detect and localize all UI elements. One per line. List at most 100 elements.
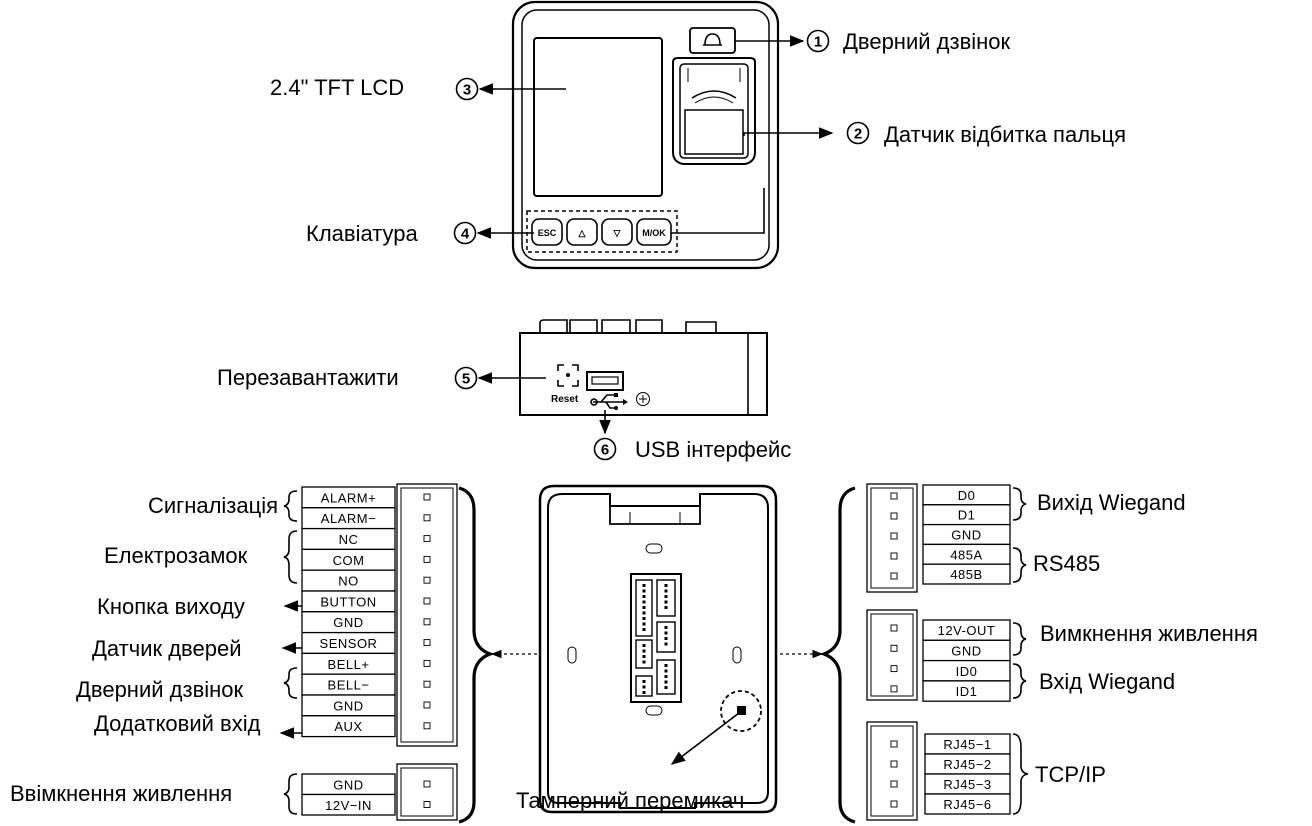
label-aux-input: Додатковий вхід [94, 711, 302, 739]
terminal-pin-r3-3 [924, 793, 1011, 815]
back-connector-pin [642, 655, 646, 658]
left-pin-holes-2 [423, 780, 431, 808]
bell-label: Дверний дзвінок [843, 29, 1011, 54]
left-terminal-block-power: GND 12V−IN [301, 763, 458, 821]
terminal-hole-r3-3 [890, 800, 898, 808]
terminal-pin-label: GND [333, 615, 363, 630]
terminal-hole-r2-3 [890, 685, 898, 693]
usb-icon [590, 393, 628, 410]
terminal-pin-label: RJ45−3 [943, 777, 991, 792]
back-connector-pin [664, 600, 668, 604]
terminal-hole-r2-0 [890, 624, 898, 632]
back-connector-pin [664, 626, 668, 629]
terminal-pin-label: BELL− [328, 678, 370, 693]
terminal-hole-l1-2 [423, 535, 431, 543]
terminal-pin-label: GND [951, 528, 981, 543]
left-big-bracket [458, 486, 495, 824]
label-wiegand-out: Вихід Wiegand [1012, 487, 1186, 521]
front-view: ESC △ ▽ M/OK [511, 0, 780, 270]
callout-reset: Перезавантажити 5 [217, 365, 546, 390]
terminal-pin-label: NC [339, 532, 359, 547]
back-connector-pin [642, 628, 646, 631]
back-view [538, 484, 778, 814]
usb-label: USB інтерфейс [635, 437, 791, 462]
num-2: 2 [854, 126, 862, 143]
terminal-pin-label: BELL+ [328, 657, 370, 672]
label-power-out: Вимкнення живлення [1012, 621, 1258, 656]
back-connector-pin [642, 691, 646, 694]
terminal-hole-l1-1 [423, 514, 431, 522]
back-connector-pin [642, 617, 646, 620]
terminal-pin-label: GND [951, 643, 981, 658]
bell-icon [703, 33, 722, 46]
power-out-label: Вимкнення живлення [1040, 621, 1258, 646]
num-3: 3 [463, 82, 471, 99]
terminal-hole-r3-0 [890, 740, 898, 748]
terminal-pin-label: RJ45−6 [943, 797, 991, 812]
lcd-label: 2.4" TFT LCD [270, 75, 404, 100]
key-up: △ [566, 218, 598, 246]
terminal-hole-l2-1 [423, 801, 431, 808]
usb-port [586, 371, 624, 391]
key-mok-label: M/OK [642, 228, 666, 238]
terminal-hole-r1-2 [890, 532, 898, 540]
callout-fingerprint: 2 Датчик відбитка пальця [743, 121, 1126, 147]
terminal-pin-label: D1 [958, 508, 976, 523]
terminal-pin-label: GND [333, 777, 363, 792]
num-4: 4 [461, 226, 470, 243]
terminal-hole-l1-7 [423, 639, 431, 647]
lcd-screen [533, 37, 663, 197]
bottom-view: Reset [519, 319, 768, 416]
reset-text: Reset [551, 394, 579, 405]
aux-input-label: Додатковий вхід [94, 711, 261, 736]
label-alarm: Сигналізація [148, 490, 298, 522]
terminal-pin-r1-4 [922, 563, 1011, 585]
terminal-hole-r2-1 [890, 644, 898, 652]
back-connector-pin [642, 649, 646, 653]
right-big-bracket [819, 486, 856, 824]
lock-label: Електрозамок [104, 543, 248, 568]
wiegand-in-label: Вхід Wiegand [1039, 669, 1175, 694]
reset-label: Перезавантажити [217, 365, 399, 390]
rs485-label: RS485 [1033, 551, 1100, 576]
terminal-pin-label: ID1 [956, 684, 978, 699]
label-lock: Електрозамок [104, 530, 298, 584]
terminal-pin-label: RJ45−1 [943, 737, 991, 752]
terminal-pin-label: GND [333, 698, 363, 713]
back-connector-pin [642, 685, 646, 689]
terminal-pin-label: 12V−IN [325, 798, 372, 813]
terminal-hole-r1-1 [890, 512, 898, 520]
back-connector-pin [664, 669, 668, 673]
num-5: 5 [462, 371, 470, 388]
label-exit-button: Кнопка виходу [97, 594, 302, 619]
callout-usb: 6 USB інтерфейс [593, 410, 791, 462]
terminal-hole-r3-2 [890, 780, 898, 788]
key-up-label: △ [578, 228, 587, 238]
label-door-bell: Дверний дзвінок [76, 667, 298, 702]
terminal-pin-label: COM [333, 553, 365, 568]
key-esc: ESC [531, 218, 563, 246]
terminal-pin-r2-3 [922, 680, 1011, 702]
terminal-hole-r3-1 [890, 760, 898, 768]
back-connector-pin [664, 664, 668, 667]
label-door-sensor: Датчик дверей [92, 636, 302, 661]
terminal-pin-label: SENSOR [320, 636, 378, 651]
terminal-pin-l1-11 [301, 715, 396, 738]
back-connector [630, 573, 682, 703]
terminal-pin-label: ALARM− [321, 511, 376, 526]
back-connector-pin [664, 675, 668, 678]
tcpip-label: TCP/IP [1035, 762, 1106, 787]
back-connector-pin [642, 600, 646, 604]
exit-button-label: Кнопка виходу [97, 594, 245, 619]
back-connector-pin [664, 637, 668, 640]
back-connector-pin [664, 606, 668, 609]
terminal-hole-l2-0 [423, 780, 431, 788]
back-connector-pin [642, 622, 646, 626]
num-1: 1 [814, 34, 822, 51]
